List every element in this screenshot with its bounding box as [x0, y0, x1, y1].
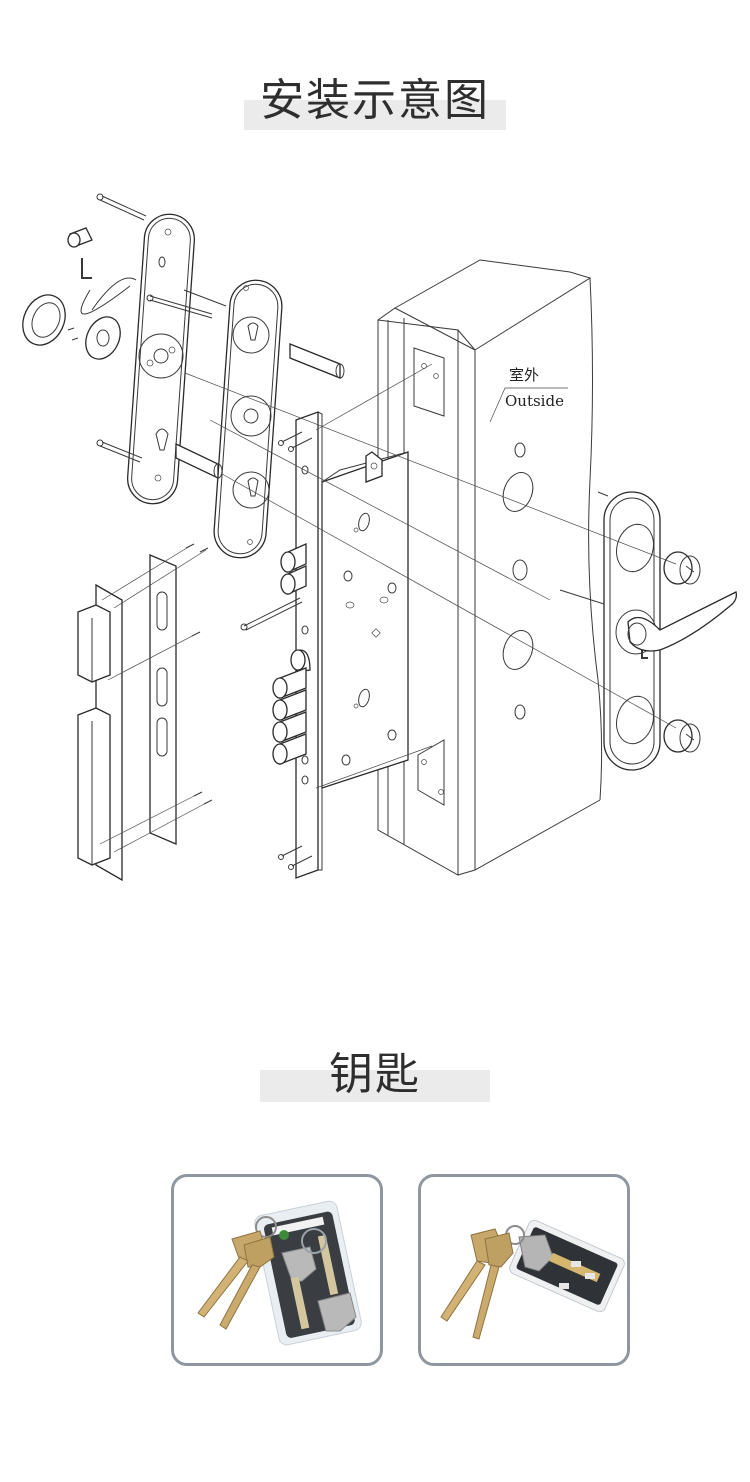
mounting-screws [97, 194, 226, 462]
deadbolts [273, 544, 310, 764]
outside-label-cn: 室外 [509, 366, 539, 384]
key-set-with-blister-pack-photo [197, 1200, 362, 1346]
inner-handle-plate [126, 213, 196, 506]
rosette-assembly [15, 228, 136, 365]
key-photo-frame-1 [171, 1174, 383, 1366]
install-diagram-header: 安装示意图 [0, 60, 750, 140]
outside-label-en: Outside [505, 392, 564, 410]
installation-diagram: 室外 Outside [0, 180, 750, 900]
inner-escutcheon-plate [212, 279, 283, 560]
install-diagram-title: 安装示意图 [260, 75, 490, 126]
key-set-with-card-case-photo [440, 1219, 625, 1340]
door-panel: 室外 Outside [378, 260, 602, 875]
key-photo-frame-2 [418, 1174, 630, 1366]
lock-cylinder [176, 344, 344, 478]
keys-header: 钥匙 [0, 1030, 750, 1110]
alignment-lines [185, 364, 676, 788]
strike-plate [78, 544, 212, 880]
title-highlight-bar [260, 1070, 490, 1102]
cylinder-covers [664, 552, 700, 752]
lever-handle [628, 592, 736, 651]
card-case [509, 1219, 625, 1313]
blister-pack [254, 1200, 362, 1346]
brass-keys [440, 1225, 525, 1340]
mortise-lock-body [322, 452, 408, 788]
keys-title: 钥匙 [329, 1049, 421, 1100]
lock-faceplate [241, 412, 322, 878]
title-highlight-bar [244, 100, 506, 130]
brass-keys [197, 1216, 277, 1330]
